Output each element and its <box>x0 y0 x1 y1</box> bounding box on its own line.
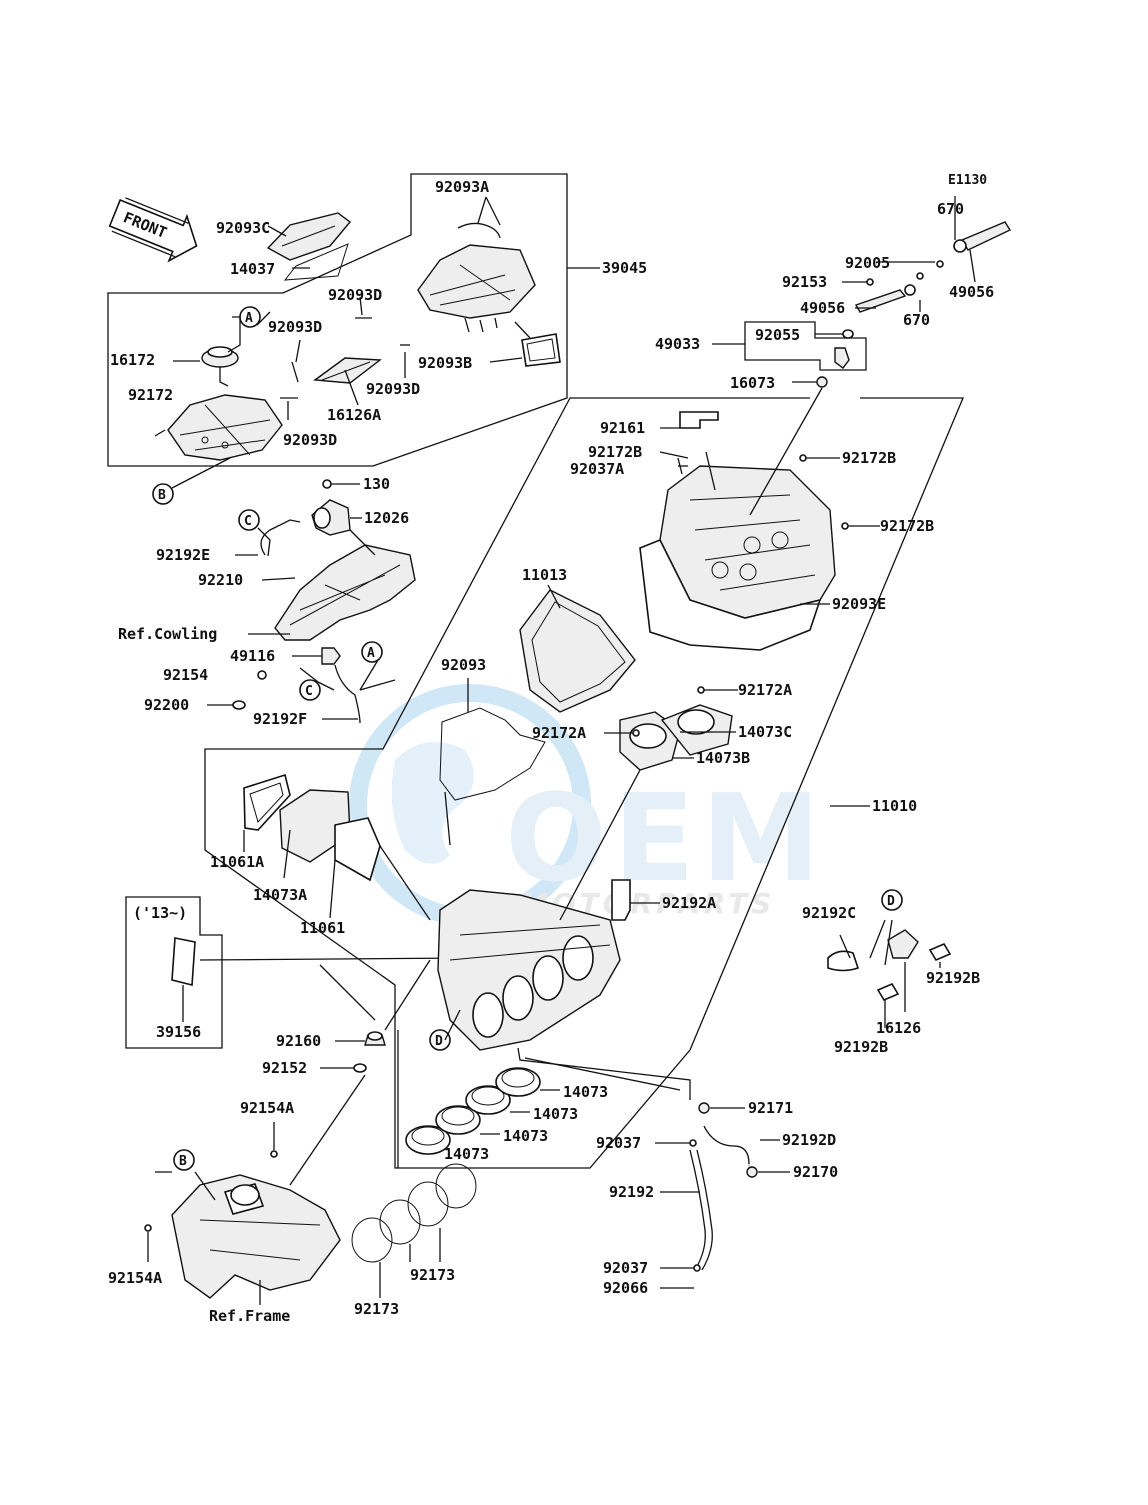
part-label-12026: 12026 <box>364 509 409 527</box>
part-label-11061A: 11061A <box>210 853 264 871</box>
frame-part <box>144 1122 341 1305</box>
ref-circle-a: A <box>245 311 253 326</box>
part-label-92037A: 92037A <box>570 460 624 478</box>
part-label-39045: 39045 <box>602 259 647 277</box>
part-label-92093C: 92093C <box>216 219 270 237</box>
ref-circle-d: D <box>435 1034 443 1049</box>
part-label-92192: 92192 <box>609 1183 654 1201</box>
part-label-14073C: 14073C <box>738 723 792 741</box>
part-label-92192A: 92192A <box>662 894 716 912</box>
part-label-92172B: 92172B <box>880 517 934 535</box>
part-labels: 92093A 92093C 14037 39045 92093D 92093D … <box>108 178 994 1325</box>
part-label-670: 670 <box>903 311 930 329</box>
part-label-92093: 92093 <box>441 656 486 674</box>
part-label-92066: 92066 <box>603 1279 648 1297</box>
watermark-big: OEM <box>505 770 826 909</box>
leader-lines <box>171 196 531 489</box>
part-label-14073: 14073 <box>563 1083 608 1101</box>
ref-frame-label: Ref.Frame <box>209 1307 290 1325</box>
part-label-130: 130 <box>363 475 390 493</box>
part-label-92200: 92200 <box>144 696 189 714</box>
part-label-14073: 14073 <box>503 1127 548 1145</box>
part-label-92210: 92210 <box>198 571 243 589</box>
part-label-92005: 92005 <box>845 254 890 272</box>
part-label-92093B: 92093B <box>418 354 472 372</box>
part-label-92172A: 92172A <box>532 724 586 742</box>
part-label-92093D: 92093D <box>268 318 322 336</box>
part-label-14073B: 14073B <box>696 749 750 767</box>
part-label-92172B: 92172B <box>588 443 642 461</box>
ref-circle-a: A <box>367 646 375 661</box>
cowling-bracket <box>207 479 416 724</box>
part-label-92093D: 92093D <box>366 380 420 398</box>
part-label-92192B: 92192B <box>926 969 980 987</box>
part-label-92154: 92154 <box>163 666 208 684</box>
assembly-11010 <box>204 397 964 1169</box>
part-label-92192B: 92192B <box>834 1038 888 1056</box>
ref-circle-c: C <box>305 684 313 699</box>
part-label-92173: 92173 <box>354 1300 399 1318</box>
ref-circle-b: B <box>179 1154 187 1169</box>
part-label-92171: 92171 <box>748 1099 793 1117</box>
filter-parts <box>125 584 738 1298</box>
part-label-11010: 11010 <box>872 797 917 815</box>
part-label-92160: 92160 <box>276 1032 321 1050</box>
part-label-92161: 92161 <box>600 419 645 437</box>
part-label-92093D: 92093D <box>283 431 337 449</box>
diagram-code: E1130 <box>948 173 987 188</box>
ref-circle-d: D <box>887 894 895 909</box>
part-label-14073: 14073 <box>444 1145 489 1163</box>
part-label-49056: 49056 <box>949 283 994 301</box>
part-label-39156: 39156 <box>156 1023 201 1041</box>
part-label-16172: 16172 <box>110 351 155 369</box>
part-label-49056: 49056 <box>800 299 845 317</box>
part-label-49033: 49033 <box>655 335 700 353</box>
ring-set <box>405 1067 541 1155</box>
part-label-92055: 92055 <box>755 326 800 344</box>
part-label-92152: 92152 <box>262 1059 307 1077</box>
part-label-92093D: 92093D <box>328 286 382 304</box>
part-label-92093A: 92093A <box>435 178 489 196</box>
part-label-92093E: 92093E <box>832 595 886 613</box>
part-label-16073: 16073 <box>730 374 775 392</box>
part-label-92170: 92170 <box>793 1163 838 1181</box>
part-label-92153: 92153 <box>782 273 827 291</box>
part-label-92192E: 92192E <box>156 546 210 564</box>
assembly-39045 <box>107 173 600 467</box>
part-label-92172: 92172 <box>128 386 173 404</box>
ref-circle-c: C <box>244 514 252 529</box>
part-label-14037: 14037 <box>230 260 275 278</box>
year-label: ('13~) <box>133 904 187 922</box>
head-cover <box>639 196 1012 651</box>
callout-circles: A B C A C D D B <box>152 306 903 1171</box>
part-label-11061: 11061 <box>300 919 345 937</box>
ref-cowling-label: Ref.Cowling <box>118 625 217 643</box>
part-label-92192F: 92192F <box>253 710 307 728</box>
part-label-49116: 49116 <box>230 647 275 665</box>
part-label-14073A: 14073A <box>253 886 307 904</box>
part-label-16126A: 16126A <box>327 406 381 424</box>
part-label-14073: 14073 <box>533 1105 578 1123</box>
part-label-92037: 92037 <box>596 1134 641 1152</box>
hose-parts <box>517 919 952 1289</box>
part-label-92037: 92037 <box>603 1259 648 1277</box>
part-label-92173: 92173 <box>410 1266 455 1284</box>
part-label-92154A: 92154A <box>108 1269 162 1287</box>
part-label-92192C: 92192C <box>802 904 856 922</box>
clamp-set <box>351 1163 477 1263</box>
ref-circle-b: B <box>158 488 166 503</box>
part-label-92172A: 92172A <box>738 681 792 699</box>
part-label-670: 670 <box>937 200 964 218</box>
part-label-11013: 11013 <box>522 566 567 584</box>
part-label-92172B: 92172B <box>842 449 896 467</box>
front-arrow-icon: FRONT <box>108 197 198 263</box>
part-label-16126: 16126 <box>876 1019 921 1037</box>
part-label-92192D: 92192D <box>782 1131 836 1149</box>
part-label-92154A: 92154A <box>240 1099 294 1117</box>
